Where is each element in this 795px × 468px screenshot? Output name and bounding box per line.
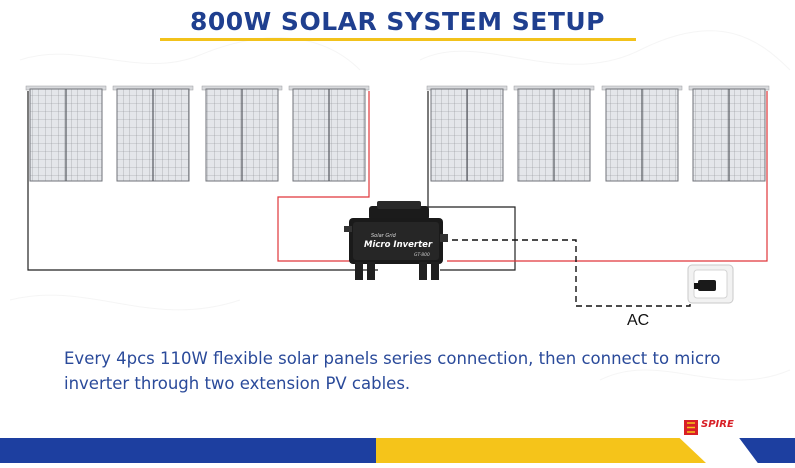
- brand-name: SPIRE: [701, 419, 734, 430]
- plug-icon: [694, 280, 716, 291]
- page-title: 800W SOLAR SYSTEM SETUP: [189, 7, 606, 36]
- inverter-line1: Solar Grid: [371, 233, 397, 239]
- solar-panel-icon: [201, 85, 283, 182]
- solar-panel-icon: [688, 85, 770, 182]
- footer-band-yellow: [376, 438, 706, 463]
- caption-text: Every 4pcs 110W flexible solar panels se…: [64, 349, 721, 393]
- solar-panel-icon: [25, 85, 107, 182]
- ac-cable: [442, 239, 691, 307]
- inverter-line2: Micro Inverter: [364, 240, 433, 250]
- title-underline: [160, 38, 636, 41]
- solar-panel-icon: [601, 85, 683, 182]
- right-panel-string: [426, 85, 770, 182]
- solar-panel-icon: [513, 85, 595, 182]
- solar-panel-icon: [288, 85, 370, 182]
- left-red-cable: [277, 91, 370, 262]
- inverter-model: GT-800: [414, 252, 430, 258]
- right-black-cable: [427, 91, 516, 271]
- ac-label: AC: [627, 312, 650, 329]
- micro-inverter-icon: Solar Grid Micro Inverter GT-800: [344, 201, 448, 280]
- map-texture: [9, 30, 791, 381]
- left-black-cable: [27, 91, 378, 271]
- left-panel-string: [25, 85, 370, 182]
- solar-panel-icon: [112, 85, 194, 182]
- solar-panel-icon: [426, 85, 508, 182]
- right-red-cable: [447, 91, 768, 262]
- spire-logo-icon: [684, 420, 698, 435]
- brand-logo: SPIRE: [684, 418, 744, 438]
